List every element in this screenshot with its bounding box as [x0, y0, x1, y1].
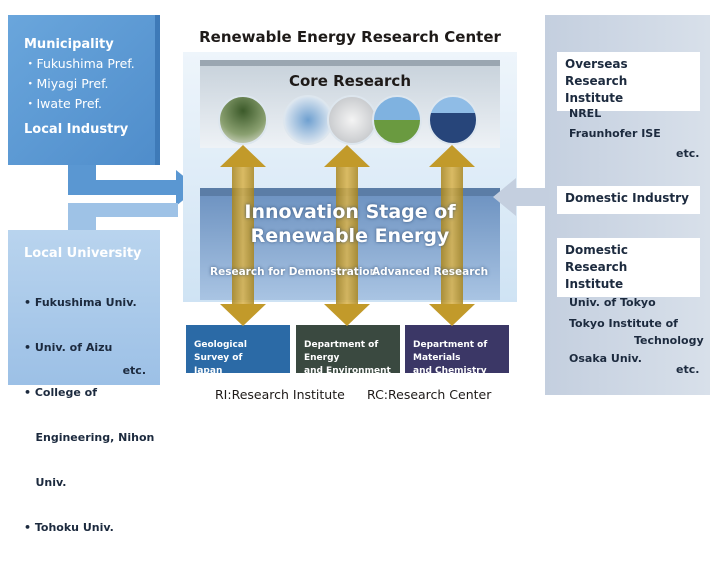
arrow-up-icon [429, 145, 475, 167]
university-item: • College of [24, 386, 97, 399]
municipality-item: ・Fukushima Pref. [24, 56, 135, 71]
university-item: • Fukushima Univ. [24, 296, 137, 309]
arrow-down-icon [429, 304, 475, 326]
dept-line: Geological Survey of [194, 340, 247, 363]
overseas-item: Fraunhofer ISE [569, 127, 661, 140]
overseas-heading: Overseas Research [565, 57, 628, 88]
core-research-heading: Core Research [288, 72, 412, 90]
innovation-text-layer: Innovation Stage of Renewable Energy Res… [200, 196, 500, 300]
arrow-up-icon [324, 145, 370, 167]
advanced-research-label: Advanced Research [372, 266, 489, 278]
domestic-item: Tokyo Institute of [569, 317, 678, 330]
double-arrow [232, 166, 254, 304]
dept-line: Department of Materials [413, 340, 488, 363]
arrow-down-icon [220, 304, 266, 326]
research-demonstration-label: Research for Demonstration [210, 266, 378, 278]
university-item: • Univ. of Aizu [24, 341, 113, 354]
overseas-heading: Institute [565, 91, 624, 105]
overseas-item: NREL [569, 107, 602, 120]
domestic-item: Univ. of Tokyo [569, 296, 656, 309]
dept-line: Japan [194, 366, 223, 376]
municipality-box: Municipality ・Fukushima Pref. ・Miyagi Pr… [8, 15, 160, 165]
municipality-item: ・Miyagi Pref. [24, 76, 109, 91]
domestic-industry-box: Domestic Industry [557, 186, 700, 214]
dept-line: and Environment [304, 366, 391, 376]
arrow-head-left [493, 178, 516, 216]
lower-arrow-stem [68, 203, 96, 233]
domestic-item: Technology [634, 334, 704, 347]
arrow-up-icon [220, 145, 266, 167]
etc-label: etc. [676, 363, 700, 376]
municipality-heading: Municipality [24, 37, 114, 52]
municipality-item: ・Iwate Pref. [24, 96, 102, 111]
arrow-left-shaft [515, 188, 547, 206]
university-heading: Local University [24, 246, 142, 261]
university-item: Univ. [24, 476, 67, 489]
etc-label: etc. [676, 147, 700, 160]
domestic-item: Osaka Univ. [569, 352, 642, 365]
legend-rc: RC:Research Center [367, 387, 492, 402]
dept-line: Department of Energy [304, 340, 379, 363]
innovation-title-line2: Renewable Energy [250, 225, 450, 247]
local-industry-label: Local Industry [24, 122, 129, 137]
local-university-box: Local University • Fukushima Univ. • Uni… [8, 230, 160, 534]
etc-label: etc. [122, 364, 146, 377]
domestic-heading: Institute [565, 277, 624, 291]
elbow-arrow-shaft [68, 180, 178, 195]
snow-photo [327, 95, 377, 145]
mixed-energy-photo [283, 95, 333, 145]
arrow-down-icon [324, 304, 370, 326]
geothermal-photo [218, 95, 268, 145]
dept-materials-chemistry: Department of Materials and Chemistry [405, 325, 509, 376]
innovation-title-line1: Innovation Stage of [244, 201, 456, 223]
domestic-heading: Domestic Research [565, 243, 628, 274]
double-arrow [336, 166, 358, 304]
university-item: Engineering, Nihon [24, 431, 155, 444]
dept-energy-environment: Department of Energy and Environment [296, 325, 400, 376]
solar-photo [428, 95, 478, 145]
page-title: Renewable Energy Research Center [199, 28, 501, 46]
double-arrow [441, 166, 463, 304]
dept-geological-survey: Geological Survey of Japan [186, 325, 290, 376]
wind-photo [372, 95, 422, 145]
legend-ri: RI:Research Institute [215, 387, 345, 402]
dept-line: and Chemistry [413, 366, 487, 376]
university-item: • Tohoku Univ. [24, 521, 114, 534]
